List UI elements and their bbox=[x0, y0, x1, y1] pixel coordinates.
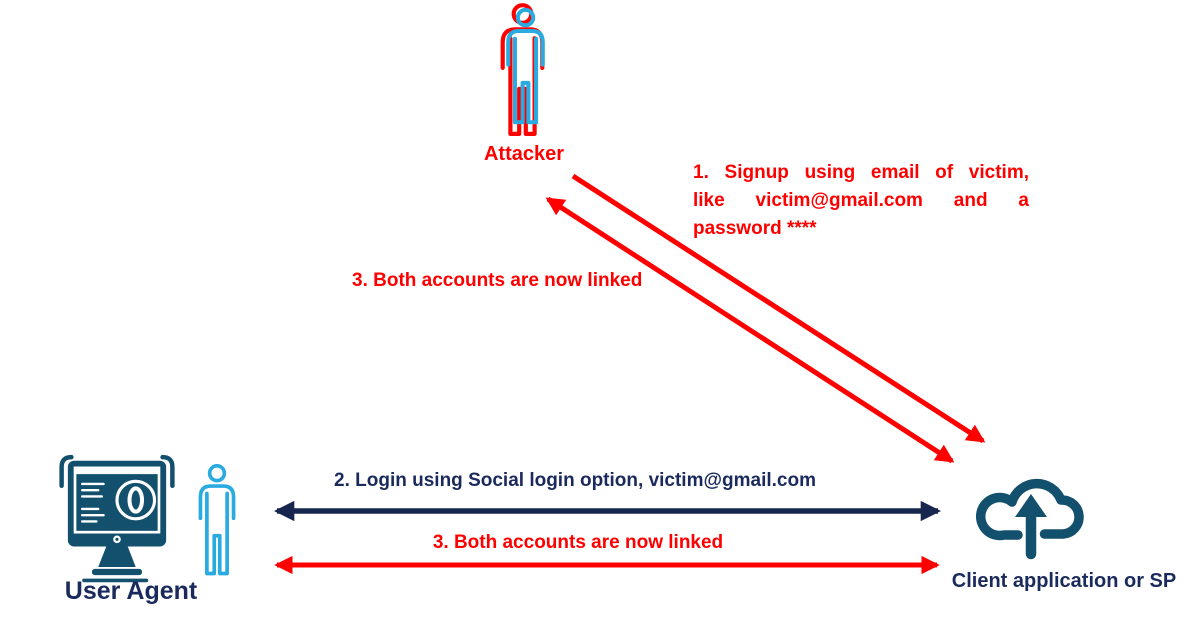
signup-message-line2: like victim@gmail.com and a bbox=[693, 190, 1029, 211]
signup-message-line1: 1. Signup using email of victim, bbox=[693, 162, 1029, 183]
attacker-label: Attacker bbox=[483, 143, 565, 165]
client-label: Client application or SP bbox=[951, 570, 1177, 592]
signup-message: 1. Signup using email of victim, like vi… bbox=[693, 159, 1029, 243]
user-person-icon bbox=[198, 464, 236, 576]
right-bracket-icon bbox=[160, 454, 175, 488]
signup-message-line3: password **** bbox=[693, 218, 817, 239]
linked-bottom-message: 3. Both accounts are now linked bbox=[432, 532, 724, 553]
attacker-person-icon bbox=[494, 2, 554, 144]
user-agent-label: User Agent bbox=[64, 577, 198, 605]
cloud-upload-icon bbox=[975, 478, 1084, 560]
left-bracket-icon bbox=[59, 454, 74, 488]
monitor-icon bbox=[59, 454, 175, 583]
login-message: 2. Login using Social login option, vict… bbox=[334, 470, 816, 491]
linked-top-message: 3. Both accounts are now linked bbox=[352, 270, 643, 291]
linked-return-arrow bbox=[545, 196, 955, 464]
